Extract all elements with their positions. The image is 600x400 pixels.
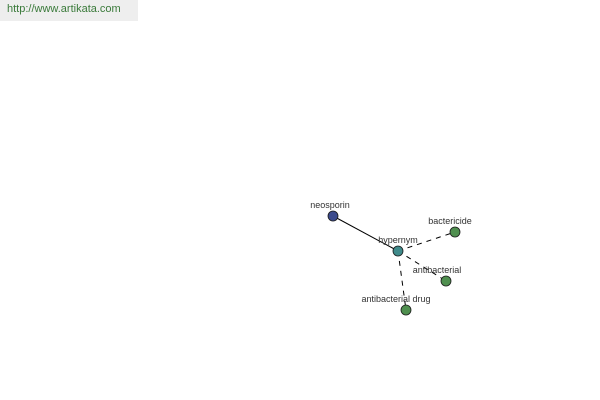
edges-layer bbox=[332, 215, 456, 311]
node-circle-neosporin[interactable] bbox=[327, 210, 339, 222]
node-circle-antibacterial[interactable] bbox=[440, 275, 452, 287]
node-label-antibacterial: antibacterial bbox=[413, 265, 462, 275]
edge-hypernym-bactericide bbox=[397, 231, 456, 252]
node-label-bactericide: bactericide bbox=[428, 216, 472, 226]
node-hypernym[interactable]: hypernym bbox=[378, 235, 418, 257]
node-label-hypernym: hypernym bbox=[378, 235, 418, 245]
nodes-layer: neosporin hypernym bactericide antibacteria… bbox=[310, 200, 472, 316]
node-neosporin[interactable]: neosporin bbox=[310, 200, 350, 222]
node-antibacterial-drug[interactable]: antibacterial drug bbox=[361, 294, 431, 316]
url-banner[interactable]: http://www.artikata.com bbox=[0, 0, 138, 21]
node-label-neosporin: neosporin bbox=[310, 200, 350, 210]
node-circle-hypernym[interactable] bbox=[392, 245, 404, 257]
edge-neosporin-hypernym bbox=[332, 215, 399, 252]
node-circle-antibacterial-drug[interactable] bbox=[400, 304, 412, 316]
node-bactericide[interactable]: bactericide bbox=[428, 216, 472, 238]
node-circle-bactericide[interactable] bbox=[449, 226, 461, 238]
node-antibacterial[interactable]: antibacterial bbox=[413, 265, 462, 287]
node-label-antibacterial-drug: antibacterial drug bbox=[361, 294, 430, 304]
